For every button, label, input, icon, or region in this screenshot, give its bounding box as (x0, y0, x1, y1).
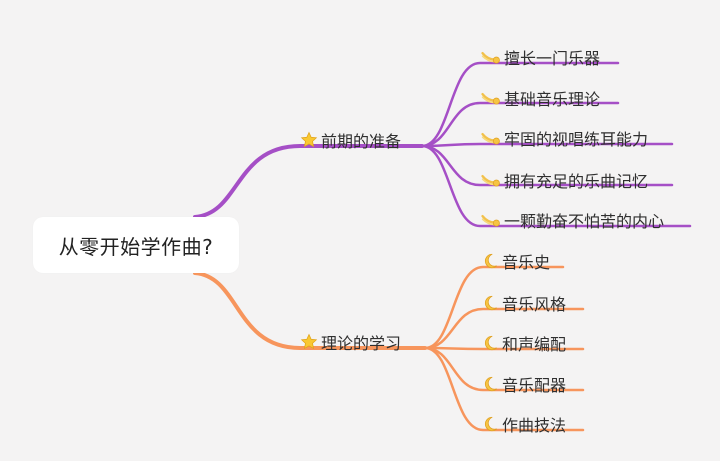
root-node[interactable]: 从零开始学作曲? (33, 217, 239, 273)
branch-1-child-5-connector (420, 144, 692, 228)
crescent-moon-icon (481, 415, 499, 433)
leaf-node-1-1[interactable]: 擅长一门乐器 (481, 46, 600, 68)
leaf-node-2-5-label: 作曲技法 (502, 416, 567, 435)
leaf-node-2-5[interactable]: 作曲技法 (481, 413, 566, 435)
branch-1-connector (193, 144, 424, 219)
leaf-node-2-3[interactable]: 和声编配 (481, 332, 566, 354)
leaf-node-1-2[interactable]: 基础音乐理论 (481, 87, 600, 109)
branch-1-child-1-connector (420, 61, 620, 148)
branch-1-child-2-connector (420, 101, 620, 148)
shooting-star-icon (481, 129, 501, 147)
branch-node-1[interactable]: 前期的准备 (300, 129, 401, 151)
branch-2-child-2-connector (423, 307, 585, 350)
branch-2-connector (193, 271, 427, 350)
leaf-node-2-1-label: 音乐史 (502, 253, 551, 272)
leaf-node-2-2-label: 音乐风格 (502, 295, 567, 314)
star-icon (300, 131, 318, 149)
leaf-node-2-4[interactable]: 音乐配器 (481, 373, 566, 395)
branch-node-2[interactable]: 理论的学习 (300, 331, 401, 353)
crescent-moon-icon (481, 252, 499, 270)
leaf-node-1-5-label: 一颗勤奋不怕苦的内心 (504, 212, 665, 231)
branch-2-child-5-connector (423, 346, 585, 432)
leaf-node-2-3-label: 和声编配 (502, 335, 567, 354)
leaf-node-2-1[interactable]: 音乐史 (481, 250, 550, 272)
branch-2-child-1-connector (423, 265, 565, 350)
leaf-node-1-4-label: 拥有充足的乐曲记忆 (504, 172, 649, 191)
leaf-node-2-2[interactable]: 音乐风格 (481, 292, 566, 314)
crescent-moon-icon (481, 294, 499, 312)
leaf-node-1-5[interactable]: 一颗勤奋不怕苦的内心 (481, 209, 664, 231)
crescent-moon-icon (481, 375, 499, 393)
shooting-star-icon (481, 211, 501, 229)
root-node-label: 从零开始学作曲? (58, 234, 214, 259)
branch-node-1-label: 前期的准备 (321, 132, 402, 151)
branch-node-2-label: 理论的学习 (321, 334, 402, 353)
leaf-node-1-2-label: 基础音乐理论 (504, 90, 601, 109)
shooting-star-icon (481, 89, 501, 107)
crescent-moon-icon (481, 334, 499, 352)
leaf-node-1-4[interactable]: 拥有充足的乐曲记忆 (481, 169, 648, 191)
leaf-node-1-3-label: 牢固的视唱练耳能力 (504, 130, 649, 149)
leaf-node-1-3[interactable]: 牢固的视唱练耳能力 (481, 127, 648, 149)
shooting-star-icon (481, 171, 501, 189)
leaf-node-2-4-label: 音乐配器 (502, 376, 567, 395)
leaf-node-1-1-label: 擅长一门乐器 (504, 49, 601, 68)
star-icon (300, 333, 318, 351)
shooting-star-icon (481, 48, 501, 66)
